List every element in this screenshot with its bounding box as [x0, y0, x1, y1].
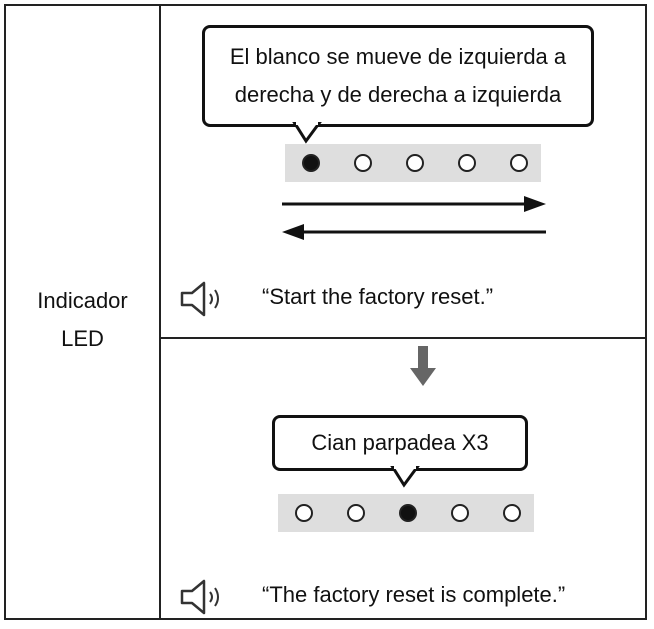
speaker-icon	[180, 281, 219, 317]
arrow-down-icon	[410, 346, 436, 386]
column-divider	[159, 6, 161, 618]
led-dot-off	[451, 504, 469, 522]
led-dot-off	[347, 504, 365, 522]
callout-1-line2: derecha y de derecha a izquierda	[234, 82, 562, 107]
led-dot-off	[295, 504, 313, 522]
callout-bubble-1: El blanco se mueve de izquierda a derech…	[202, 25, 594, 127]
row-label-line1: Indicador	[37, 288, 128, 313]
callout-bubble-2: Cian parpadea X3	[272, 415, 528, 471]
table: Indicador LED	[4, 4, 647, 620]
row-label-line2: LED	[61, 326, 104, 351]
direction-arrows	[282, 196, 546, 240]
voice-message-1: “Start the factory reset.”	[262, 284, 494, 309]
led-dot-lit	[399, 504, 417, 522]
led-dot-off	[354, 154, 372, 172]
arrow-right-icon	[282, 196, 546, 212]
led-dot-off	[510, 154, 528, 172]
led-strip-2	[278, 494, 534, 532]
arrow-left-icon	[282, 224, 546, 240]
voice-message-2: “The factory reset is complete.”	[262, 582, 566, 607]
row-divider	[159, 337, 645, 339]
callout-2-tail	[390, 466, 420, 488]
callout-1-tail	[292, 122, 322, 144]
led-dot-lit	[302, 154, 320, 172]
callout-1-line1: El blanco se mueve de izquierda a	[229, 44, 567, 69]
led-dot-off	[503, 504, 521, 522]
speaker-icon	[180, 579, 219, 615]
led-dot-off	[458, 154, 476, 172]
led-dot-off	[406, 154, 424, 172]
led-strip-1	[285, 144, 541, 182]
